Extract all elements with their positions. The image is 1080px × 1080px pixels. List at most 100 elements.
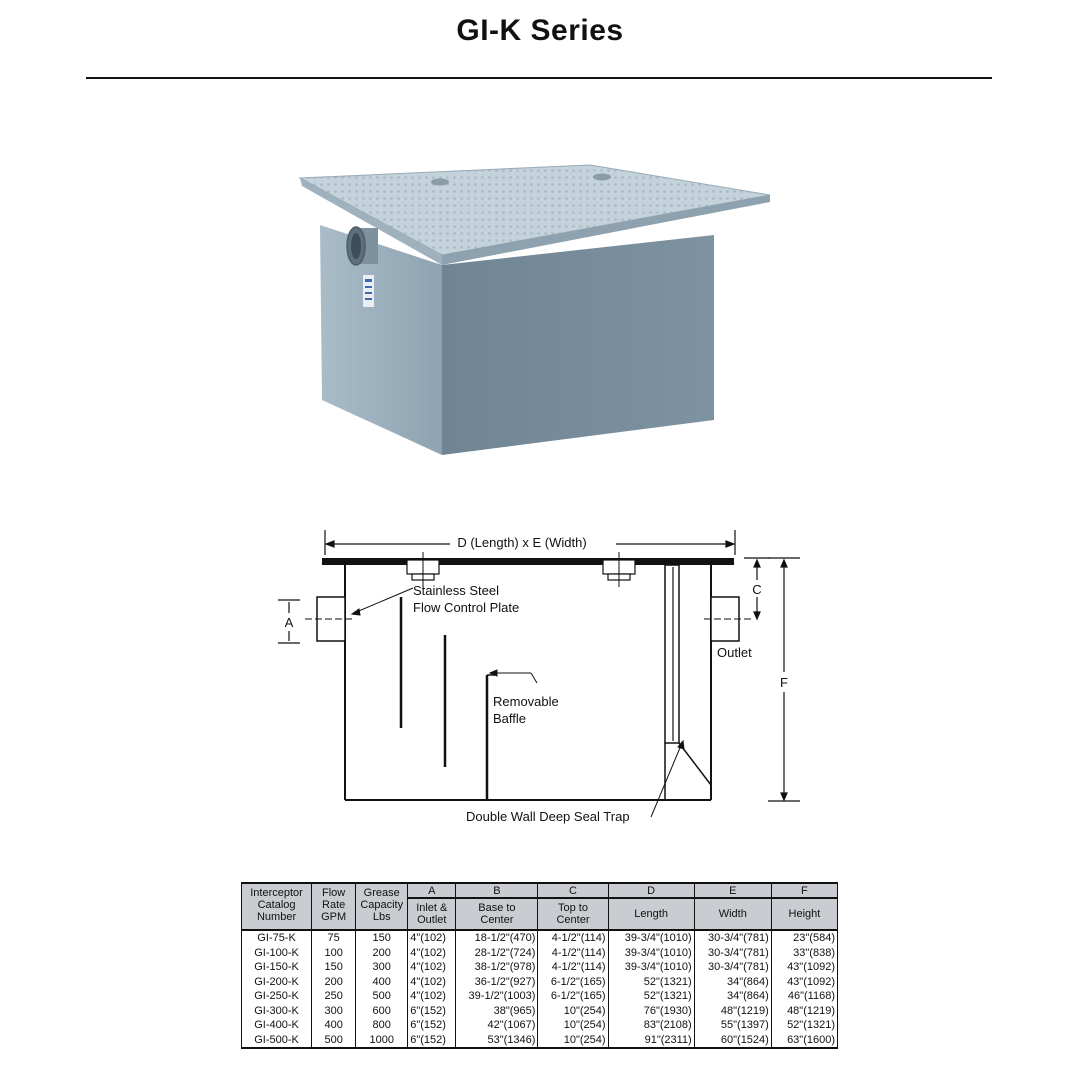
- cell-inlet-outlet: 4"(102): [407, 930, 457, 946]
- cell-width: 55"(1397): [693, 1018, 772, 1033]
- callout-leaders: [350, 587, 685, 818]
- cell-height: 33"(838): [770, 945, 839, 960]
- product-photo: [298, 164, 771, 455]
- cell-length: 91"(2311): [607, 1032, 695, 1049]
- baffle-plates: [399, 597, 495, 800]
- cell-height: 46"(1168): [770, 989, 839, 1004]
- cell-height: 48"(1219): [770, 1003, 839, 1018]
- label-c-dimension: [744, 557, 770, 621]
- cleanout-fittings: [406, 552, 636, 587]
- dimension-diagram: D (Length) x E (Width) A: [278, 530, 800, 824]
- cell-flow-rate: 400: [311, 1018, 357, 1033]
- cell-flow-rate: 200: [311, 974, 357, 989]
- deep-seal-trap: [664, 564, 712, 800]
- cell-height: 63"(1600): [770, 1032, 839, 1049]
- cell-width: 30-3/4"(781): [693, 945, 772, 960]
- cell-length: 52"(1321): [607, 974, 695, 989]
- inlet-pipe: [346, 226, 378, 266]
- header-letter-d: D: [607, 882, 695, 899]
- cell-grease-capacity: 1000: [355, 1032, 409, 1049]
- title-divider: [86, 77, 992, 79]
- cell-top-to-center: 6-1/2"(165): [537, 989, 609, 1004]
- cell-catalog-number: GI-200-K: [240, 974, 313, 989]
- plate-label-line2: Flow Control Plate: [413, 600, 519, 615]
- dimension-label: D (Length) x E (Width): [457, 535, 586, 550]
- cell-inlet-outlet: 4"(102): [407, 974, 457, 989]
- cell-inlet-outlet: 4"(102): [407, 989, 457, 1004]
- cell-base-to-center: 39-1/2"(1003): [455, 989, 539, 1004]
- cell-length: 39-3/4"(1010): [607, 945, 695, 960]
- outlet-label: Outlet: [717, 645, 752, 660]
- label-a-dimension: [278, 599, 300, 644]
- cell-base-to-center: 36-1/2"(927): [455, 974, 539, 989]
- cell-height: 23"(584): [770, 930, 839, 946]
- cell-length: 83"(2108): [607, 1018, 695, 1033]
- cell-flow-rate: 250: [311, 989, 357, 1004]
- cell-grease-capacity: 400: [355, 974, 409, 989]
- baffle-label-line2: Baffle: [493, 711, 526, 726]
- baffle-label-line1: Removable: [493, 694, 559, 709]
- cell-width: 30-3/4"(781): [693, 930, 772, 946]
- cell-base-to-center: 18-1/2"(470): [455, 930, 539, 946]
- width-dimension-line: [324, 530, 736, 555]
- cell-width: 34"(864): [693, 989, 772, 1004]
- header-letter-a: A: [407, 882, 457, 899]
- header-letter-e: E: [693, 882, 772, 899]
- cell-height: 43"(1092): [770, 974, 839, 989]
- cell-base-to-center: 42"(1067): [455, 1018, 539, 1033]
- cell-catalog-number: GI-100-K: [240, 945, 313, 960]
- cell-grease-capacity: 150: [355, 930, 409, 946]
- tank-outline: [305, 558, 752, 801]
- cell-width: 34"(864): [693, 974, 772, 989]
- cell-base-to-center: 53"(1346): [455, 1032, 539, 1049]
- cell-length: 76"(1930): [607, 1003, 695, 1018]
- interceptor-box: [298, 164, 771, 455]
- trap-label: Double Wall Deep Seal Trap: [466, 809, 630, 824]
- label-f: F: [780, 675, 788, 690]
- plate-label-line1: Stainless Steel: [413, 583, 499, 598]
- cell-catalog-number: GI-400-K: [240, 1018, 313, 1033]
- cell-grease-capacity: 200: [355, 945, 409, 960]
- spec-label-sticker: [363, 275, 374, 307]
- cell-catalog-number: GI-500-K: [240, 1032, 313, 1049]
- cell-inlet-outlet: 4"(102): [407, 945, 457, 960]
- cell-grease-capacity: 600: [355, 1003, 409, 1018]
- cell-grease-capacity: 800: [355, 1018, 409, 1033]
- cell-catalog-number: GI-250-K: [240, 989, 313, 1004]
- cell-grease-capacity: 500: [355, 989, 409, 1004]
- header-height: Height: [770, 897, 839, 931]
- cell-length: 39-3/4"(1010): [607, 960, 695, 975]
- header-inlet-outlet: Inlet &Outlet: [407, 897, 457, 931]
- cell-base-to-center: 38-1/2"(978): [455, 960, 539, 975]
- cell-height: 52"(1321): [770, 1018, 839, 1033]
- cell-top-to-center: 10"(254): [537, 1032, 609, 1049]
- header-letter-c: C: [537, 882, 609, 899]
- cell-base-to-center: 28-1/2"(724): [455, 945, 539, 960]
- cell-inlet-outlet: 6"(152): [407, 1018, 457, 1033]
- label-c: C: [752, 582, 761, 597]
- cell-catalog-number: GI-150-K: [240, 960, 313, 975]
- cell-top-to-center: 4-1/2"(114): [537, 945, 609, 960]
- cell-inlet-outlet: 6"(152): [407, 1003, 457, 1018]
- header-width: Width: [693, 897, 772, 931]
- label-a: A: [285, 615, 294, 630]
- cell-flow-rate: 300: [311, 1003, 357, 1018]
- cell-width: 48"(1219): [693, 1003, 772, 1018]
- cell-width: 30-3/4"(781): [693, 960, 772, 975]
- cell-top-to-center: 4-1/2"(114): [537, 960, 609, 975]
- label-f-dimension: [768, 557, 800, 802]
- cell-inlet-outlet: 4"(102): [407, 960, 457, 975]
